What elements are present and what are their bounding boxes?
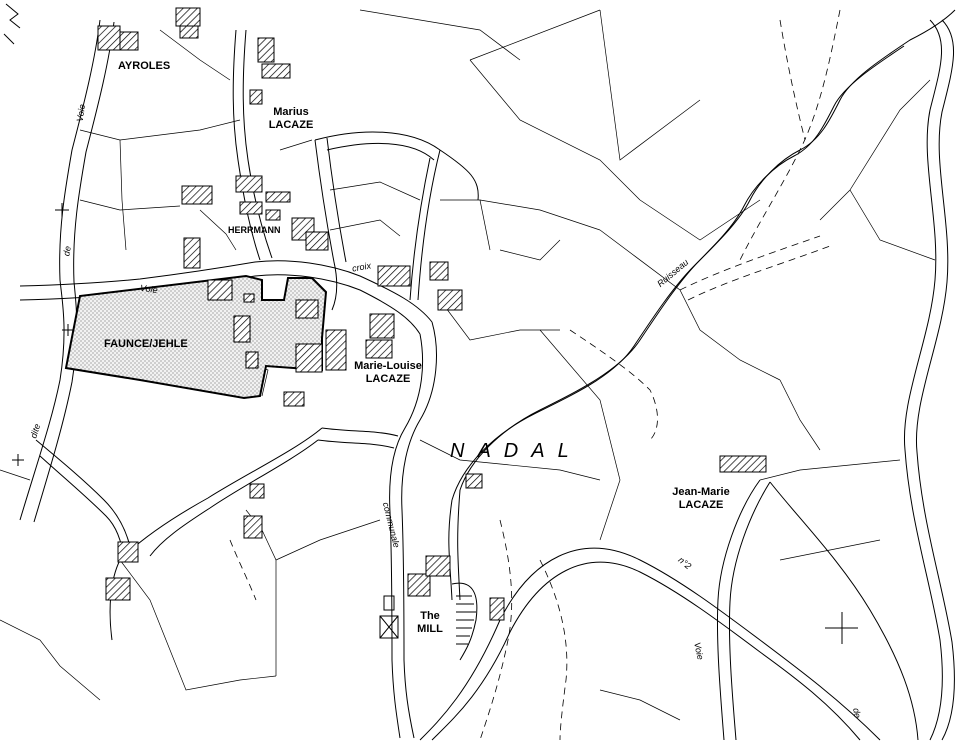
label-ayroles: AYROLES [118, 60, 170, 73]
label-herrmann: HERRMANN [228, 224, 281, 237]
marius-last-name: LACAZE [268, 119, 314, 131]
herrmann-text: HERRMANN [228, 225, 281, 235]
jean-marie-first-name: Jean-Marie [672, 486, 730, 498]
de-left-text: de [61, 245, 73, 257]
faunce-jehle-property[interactable] [64, 274, 328, 400]
jean-marie-last-name: LACAZE [678, 499, 724, 511]
nadal-text: NADAL [450, 440, 582, 462]
buildings [97, 7, 767, 621]
stream [448, 9, 956, 601]
survey-marks [3, 3, 858, 644]
marie-louise-first-name: Marie-Louise [354, 360, 422, 372]
label-nadal: NADAL [450, 440, 582, 463]
mill-line-2: MILL [417, 623, 443, 635]
mill-race [451, 582, 478, 661]
label-jean-marie-lacaze: Jean-Marie LACAZE [662, 486, 740, 512]
roads [19, 19, 955, 741]
road-label-de-left: de [61, 245, 73, 257]
de-text: de [851, 707, 863, 719]
label-the-mill: The MILL [414, 610, 446, 636]
mill-outbuilding [379, 595, 399, 639]
faunce-jehle-text: FAUNCE/JEHLE [104, 338, 188, 350]
marie-louise-last-name: LACAZE [365, 373, 411, 385]
label-marius-lacaze: Marius LACAZE [256, 106, 326, 132]
label-marie-louise-lacaze: Marie-Louise LACAZE [342, 360, 434, 386]
ayroles-text: AYROLES [118, 60, 171, 72]
marius-first-name: Marius [273, 106, 309, 118]
road-label-de: de [851, 707, 863, 719]
mill-line-1: The [420, 610, 440, 622]
label-faunce-jehle[interactable]: FAUNCE/JEHLE [104, 338, 188, 351]
